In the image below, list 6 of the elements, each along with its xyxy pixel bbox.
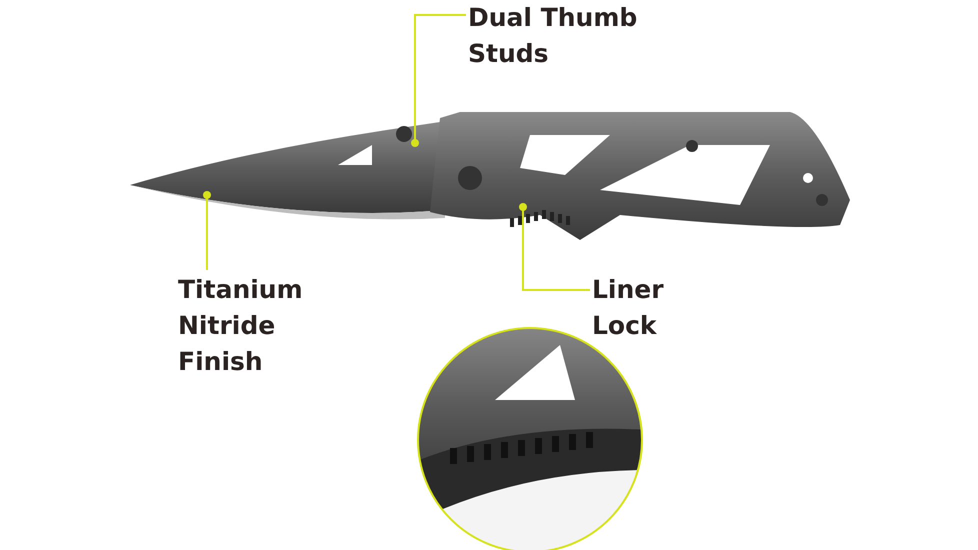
callout-label: Liner Lock: [592, 272, 692, 344]
leader-line: [519, 203, 590, 291]
callout-label: Titanium Nitride Finish: [178, 272, 318, 380]
leader-line: [203, 191, 211, 270]
callout-label: Dual Thumb Studs: [468, 0, 688, 72]
leader-line: [411, 14, 466, 147]
